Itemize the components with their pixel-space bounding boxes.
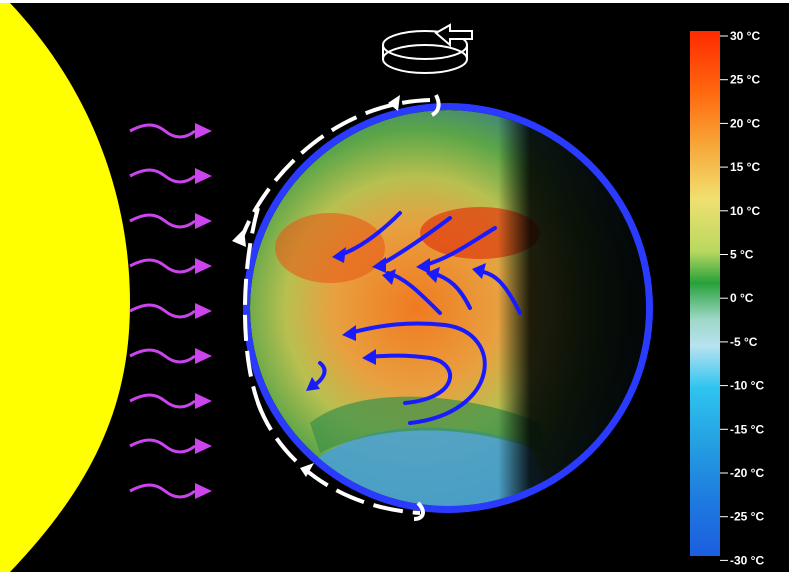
scale-label: 5 °C — [730, 248, 754, 262]
scale-label: -30 °C — [730, 553, 764, 567]
scale-label: -5 °C — [730, 335, 758, 349]
scale-label: -20 °C — [730, 466, 764, 480]
scale-label: 10 °C — [730, 204, 760, 218]
scale-label: 20 °C — [730, 116, 760, 130]
scale-label: 0 °C — [730, 291, 754, 305]
sunlight-arrows — [129, 123, 212, 499]
temperature-scale-bar — [690, 31, 720, 556]
sunlight-arrowhead — [195, 123, 212, 139]
scale-label: -25 °C — [730, 510, 764, 524]
sunlight-arrow — [129, 393, 196, 409]
sun-shape — [0, 3, 130, 572]
sunlight-arrowhead — [195, 483, 212, 499]
sunlight-arrowhead — [195, 438, 212, 454]
scale-label: -15 °C — [730, 422, 764, 436]
temperature-scale-labels: 30 °C 25 °C 20 °C 15 °C 10 °C 5 °C 0 °C -5 °C -1… — [720, 29, 764, 567]
rotation-cylinder-icon — [382, 23, 473, 74]
scale-label: 25 °C — [730, 73, 760, 87]
sunlight-arrowhead — [195, 303, 212, 319]
circulation-arrows — [232, 94, 441, 521]
sunlight-arrow — [129, 438, 196, 454]
sunlight-arrowhead — [195, 393, 212, 409]
sunlight-arrow — [129, 123, 196, 139]
scale-label: 15 °C — [730, 160, 760, 174]
scale-label: -10 °C — [730, 379, 764, 393]
sunlight-arrowhead — [195, 213, 212, 229]
sunlight-arrowhead — [195, 348, 212, 364]
sunlight-arrowhead — [195, 258, 212, 274]
sunlight-arrowhead — [195, 168, 212, 184]
climate-diagram: 30 °C 25 °C 20 °C 15 °C 10 °C 5 °C 0 °C -5 °C -1… — [0, 3, 764, 572]
sunlight-arrow — [129, 483, 196, 499]
scale-label: 30 °C — [730, 29, 760, 43]
sunlight-arrow — [129, 168, 196, 184]
sunlight-arrow — [129, 303, 196, 319]
sunlight-arrow — [129, 258, 196, 274]
wind-arrows — [306, 211, 522, 425]
sunlight-arrow — [129, 348, 196, 364]
sunlight-arrow — [129, 213, 196, 229]
